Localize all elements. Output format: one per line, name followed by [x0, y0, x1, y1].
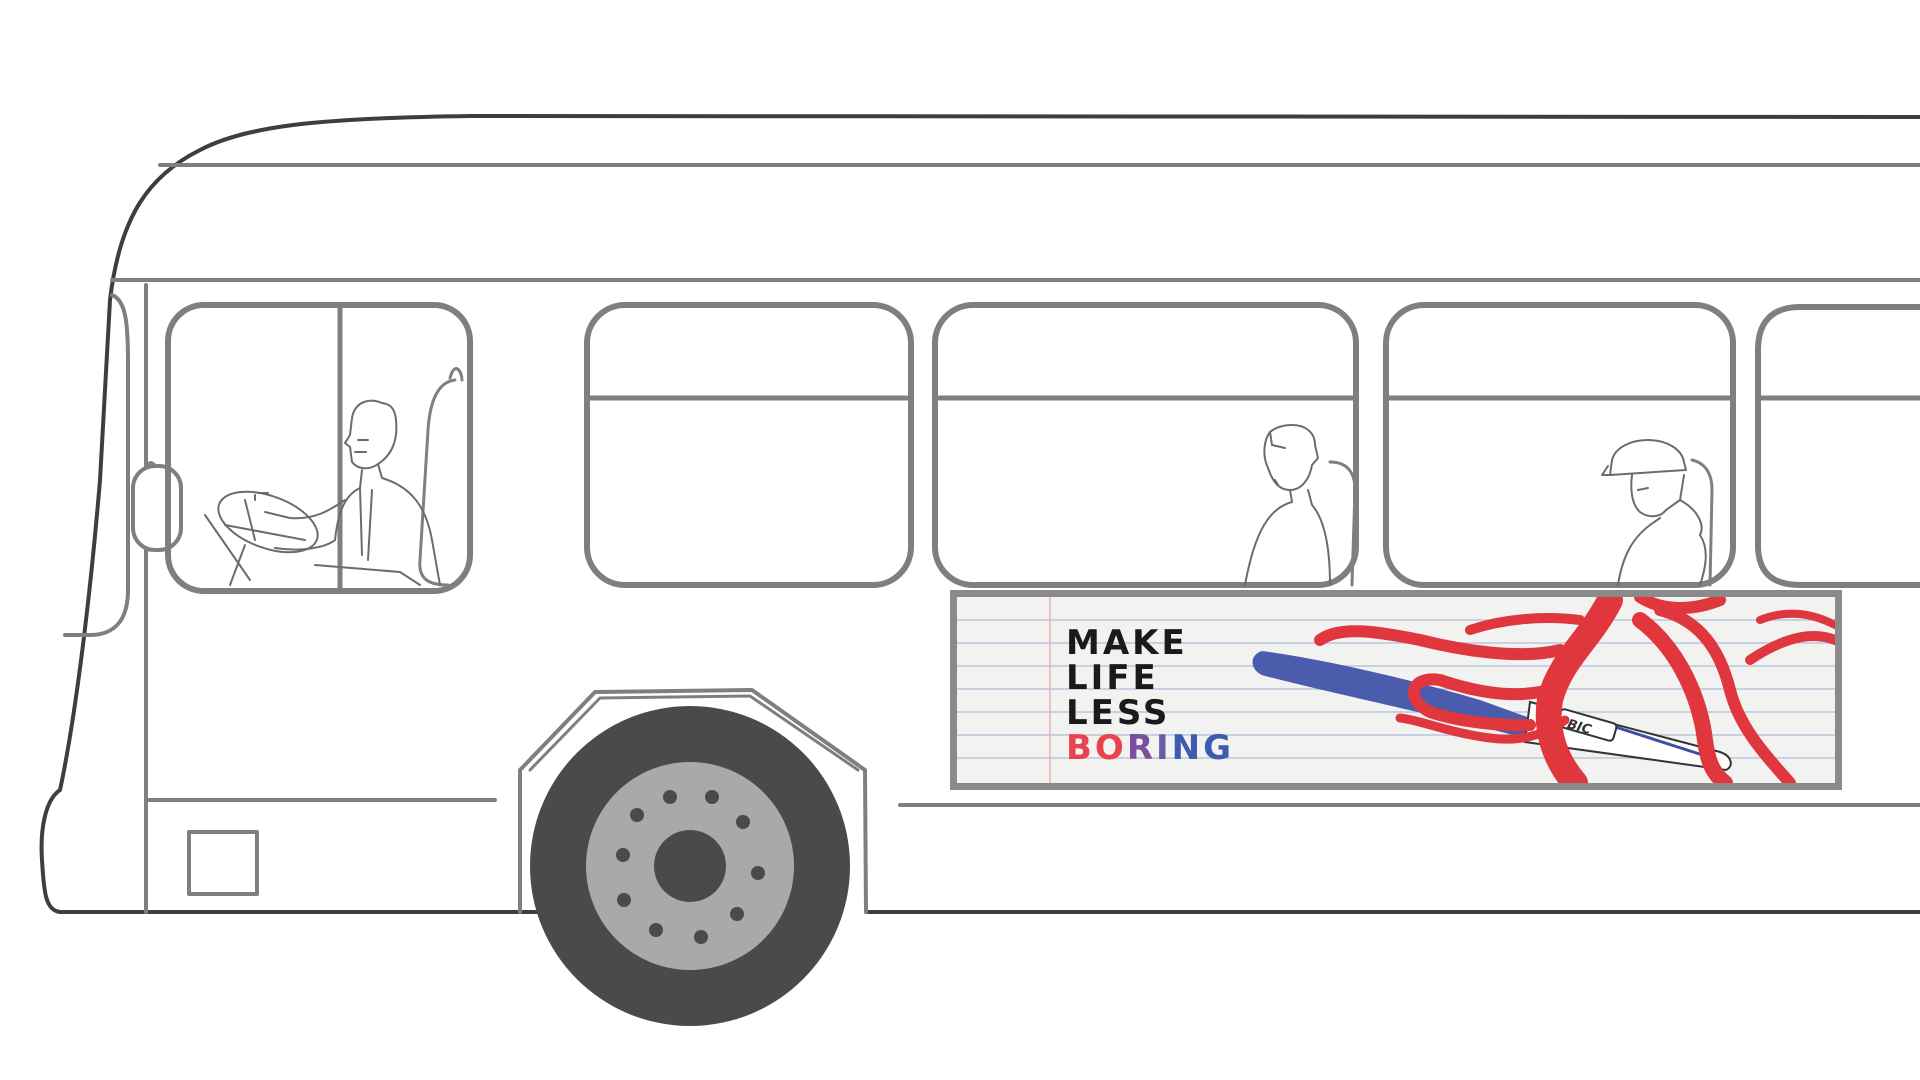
passenger-2: [1601, 439, 1714, 587]
wheel-arch-inner: [528, 694, 860, 772]
bus-windshield-edge: [63, 293, 130, 637]
front-panel-hatch: [187, 830, 259, 896]
window-2: [932, 302, 1359, 588]
octopus-drawing: [1314, 597, 1835, 783]
wheel-arch: [518, 688, 868, 914]
slogan-line-2: LIFE: [1066, 658, 1159, 698]
passenger-1: [1244, 424, 1357, 587]
wheel-icon: [530, 706, 850, 1026]
slogan-letter: B: [1066, 728, 1095, 768]
bus-advertisement: BIC MAKE LIFE LESS BORING: [950, 590, 1842, 790]
slogan-letter: N: [1172, 728, 1203, 768]
window-1: [584, 302, 914, 588]
bus-roof-front-outline: [39, 114, 1920, 914]
slogan-line-4: BORING: [1066, 728, 1234, 768]
slogan-letter: O: [1095, 728, 1127, 768]
window-4-partial: [1755, 304, 1920, 588]
window-3: [1383, 302, 1736, 588]
driver-figure: [204, 367, 464, 587]
side-mirror-icon: [131, 461, 183, 552]
ad-slogan: MAKE LIFE LESS BORING: [1066, 623, 1234, 768]
slogan-letter: G: [1203, 728, 1234, 768]
bus-body: [39, 114, 1920, 914]
slogan-letter: R: [1127, 728, 1156, 768]
windows: [165, 302, 1920, 594]
slogan-line-1: MAKE: [1066, 623, 1188, 663]
slogan-line-3: LESS: [1066, 693, 1170, 733]
slogan-letter: I: [1156, 728, 1172, 768]
driver-window: [165, 302, 473, 594]
pen-brand-label: BIC: [1565, 717, 1593, 738]
